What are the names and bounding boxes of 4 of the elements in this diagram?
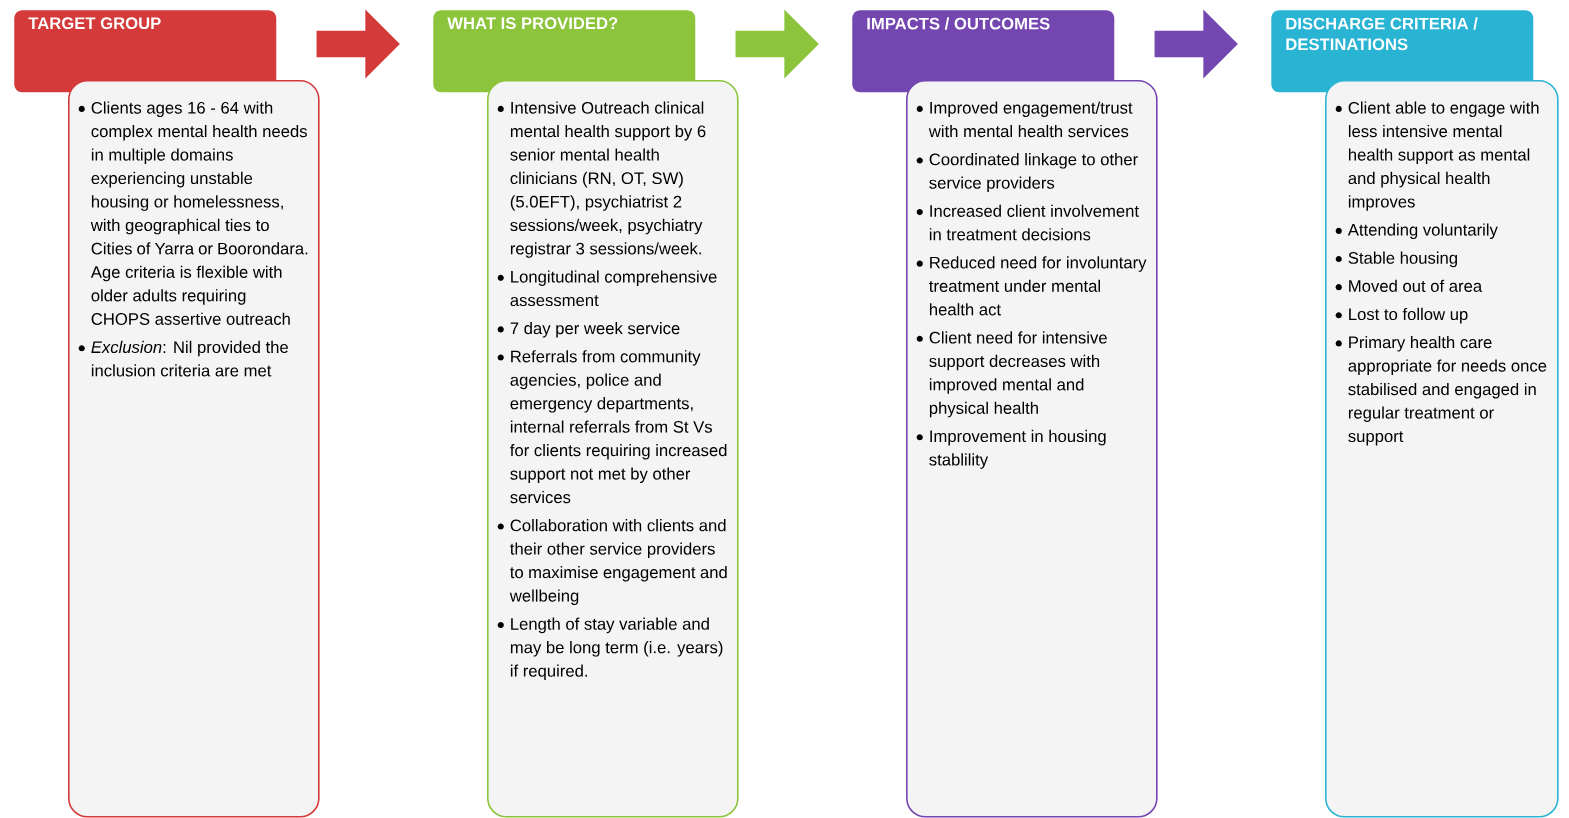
content-card: Intensive Outreach clinical mental health support by 6 senior mental health clinicians (RN, OT, SW) (5.0EFT), psychiatrist 2 sessions/week, psychiatry registrar 3 sessions/week. Longitudinal comprehensive assessment 7 day per week service Referrals from community agencies, police and emergency departments, internal referrals from St Vs for clients requiring increased support not met by other services Collaboration with clients and their other service providers to maximise engagement and wellbeing Length of stay variable and may be long term (i.e. years) if required.: [487, 80, 739, 818]
content-card: Clients ages 16 - 64 with complex mental health needs in multiple domains experiencing unstable housing or homelessness, with geographical ties to Cities of Yarra or Boorondara. Age criteria is flexible with older adults requiring CHOPS assertive outreach Exclusion: Nil provided the inclusion criteria are met: [68, 80, 320, 818]
content-card: Client able to engage with less intensive mental health support as mental and physical health improves Attending voluntarily Stable housing Moved out of area Lost to follow up Primary health care appropriate for needs once stabilised and engaged in regular treatment or support: [1325, 80, 1559, 818]
content-card: Improved engagement/trust with mental health services Coordinated linkage to other service providers Increased client involvement in treatment decisions Reduced need for involuntary treatment under mental health act Client need for intensive support decreases with improved mental and physical health Improvement in housing stablility: [906, 80, 1158, 818]
